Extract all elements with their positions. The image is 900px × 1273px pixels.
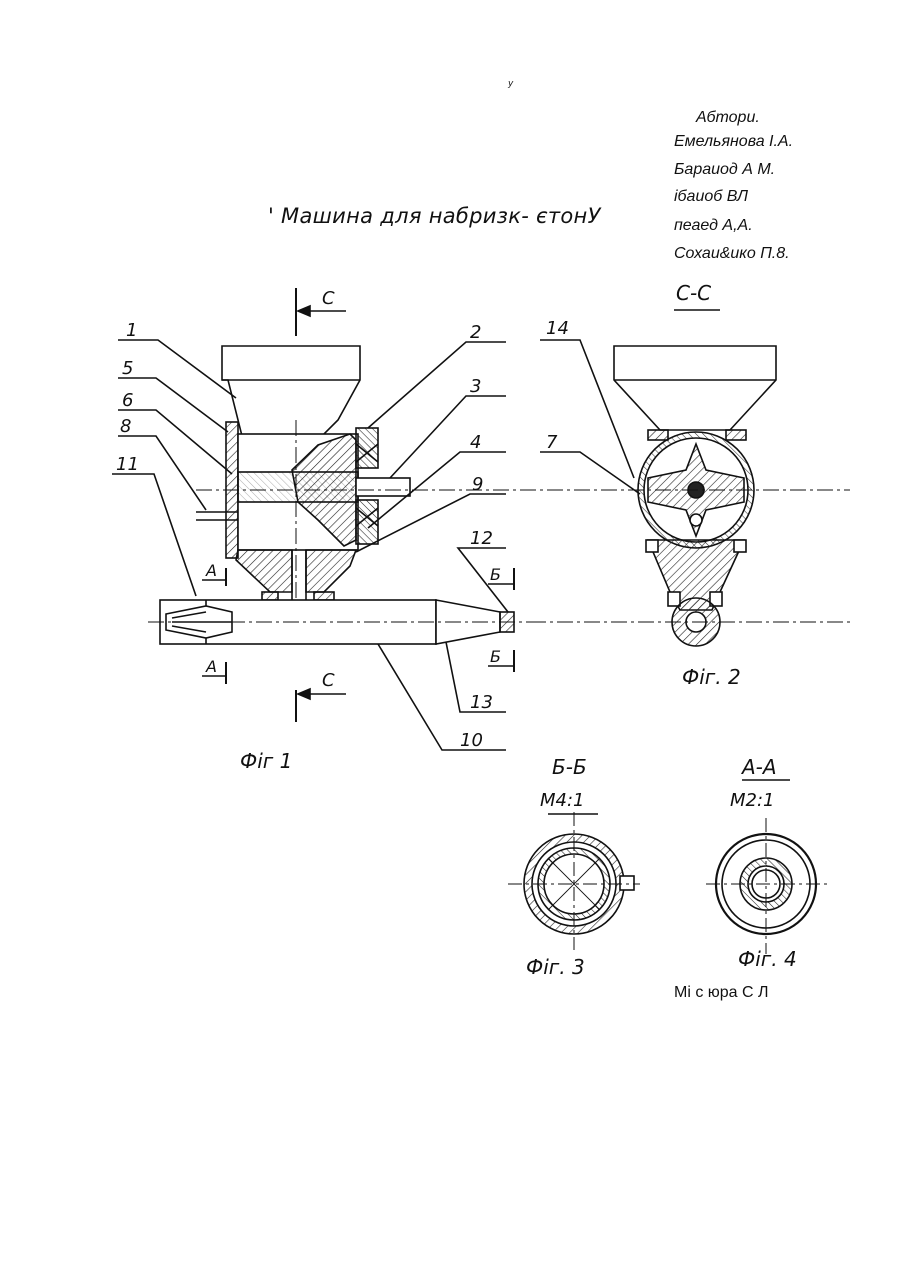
scale-fig-3: М4:1 bbox=[540, 790, 585, 811]
section-mark-c-top: C bbox=[322, 288, 335, 309]
stray-mark: у bbox=[507, 79, 514, 89]
section-title-a-a: А-А bbox=[740, 755, 777, 779]
part-label-12: 12 bbox=[470, 528, 493, 549]
figure-3-section-b-b bbox=[508, 812, 640, 950]
part-label-11: 11 bbox=[116, 454, 139, 475]
part-label-4: 4 bbox=[470, 432, 481, 453]
part-label-10: 10 bbox=[460, 730, 483, 751]
caption-fig-1: Фіг 1 bbox=[240, 749, 292, 773]
section-mark-a-bottom: A bbox=[205, 657, 217, 676]
part-label-2: 2 bbox=[470, 322, 481, 343]
part-label-8: 8 bbox=[120, 416, 131, 437]
section-mark-b-top: Б bbox=[490, 565, 501, 584]
caption-fig-2: Фіг. 2 bbox=[682, 665, 741, 689]
caption-fig-4: Фіг. 4 bbox=[738, 947, 797, 971]
caption-fig-3: Фіг. 3 bbox=[526, 955, 585, 979]
part-label-7: 7 bbox=[546, 432, 558, 453]
part-label-14: 14 bbox=[546, 318, 569, 339]
scale-fig-4: М2:1 bbox=[730, 790, 775, 811]
part-label-13: 13 bbox=[470, 692, 493, 713]
part-label-5: 5 bbox=[122, 358, 133, 379]
part-label-1: 1 bbox=[126, 320, 137, 341]
part-label-3: 3 bbox=[470, 376, 481, 397]
section-title-c-c: С-С bbox=[676, 281, 711, 305]
part-label-9: 9 bbox=[472, 474, 483, 495]
section-mark-a-top: A bbox=[205, 561, 217, 580]
figure-2-cross-section bbox=[520, 310, 850, 646]
section-title-b-b: Б-Б bbox=[552, 755, 587, 779]
figure-1-side-section bbox=[112, 288, 530, 750]
section-mark-b-bottom: Б bbox=[490, 647, 501, 666]
section-mark-c-bottom: C bbox=[322, 670, 335, 691]
part-label-6: 6 bbox=[122, 390, 133, 411]
